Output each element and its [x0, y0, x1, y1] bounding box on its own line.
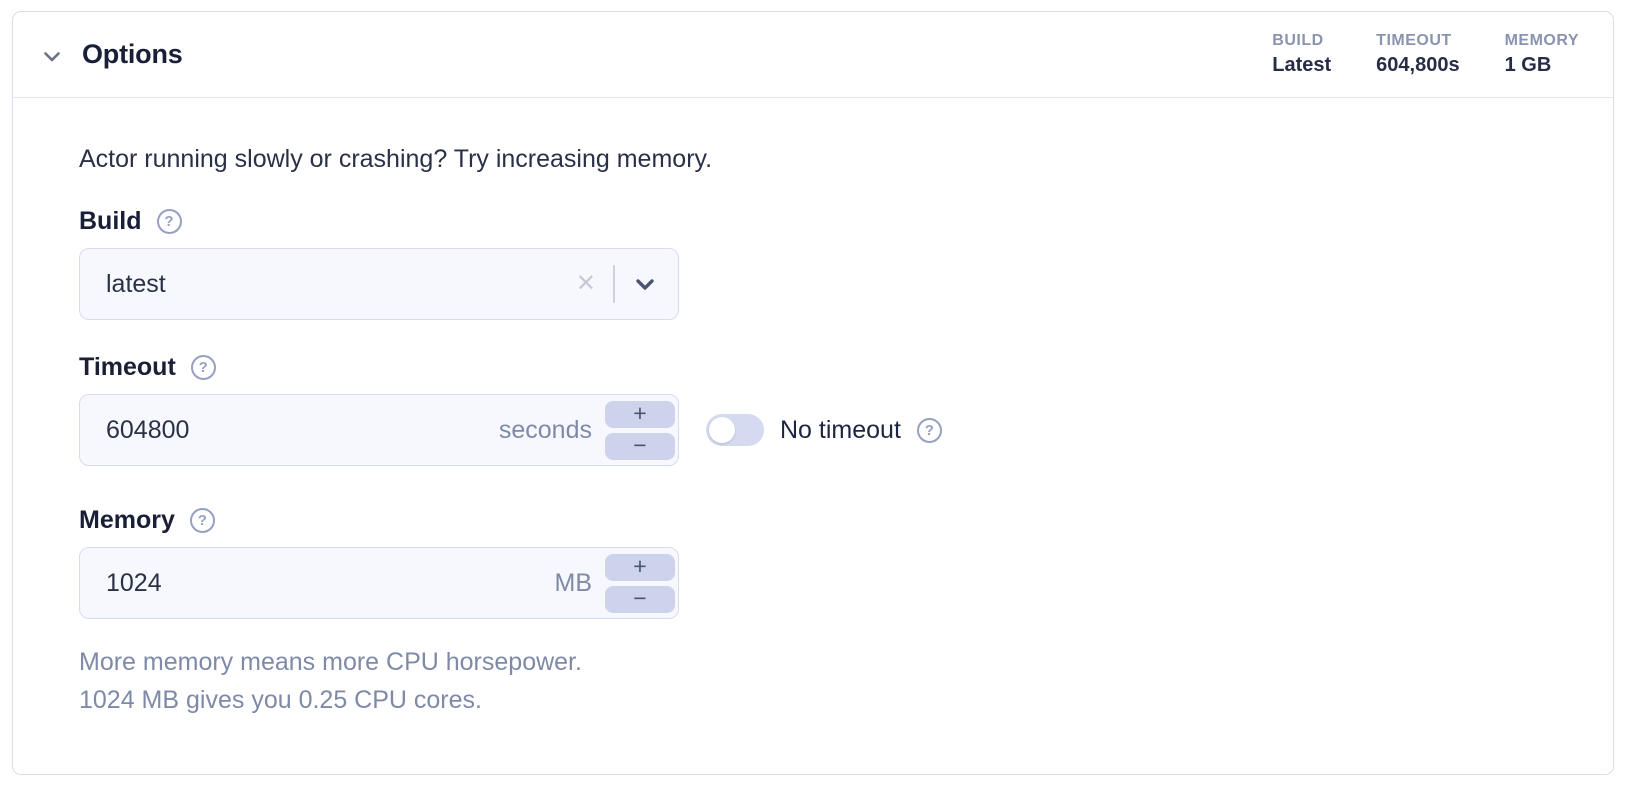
summary-timeout-label: TIMEOUT [1376, 32, 1452, 49]
build-select[interactable]: latest ✕ [79, 248, 679, 320]
summary-build: BUILD Latest [1272, 32, 1331, 77]
options-header-left: Options [39, 39, 183, 70]
timeout-input[interactable] [80, 415, 499, 445]
memory-input-group: MB + − [79, 547, 679, 619]
memory-increment-button[interactable]: + [605, 553, 675, 581]
timeout-increment-button[interactable]: + [605, 400, 675, 428]
no-timeout-help-icon[interactable]: ? [916, 417, 942, 443]
toggle-knob [709, 417, 735, 443]
memory-helper-line2: 1024 MB gives you 0.25 CPU cores. [79, 686, 482, 714]
memory-hint-text: Actor running slowly or crashing? Try in… [79, 145, 713, 173]
memory-input[interactable] [80, 568, 555, 598]
collapse-chevron-icon[interactable] [39, 43, 65, 69]
memory-label-row: Memory ? [79, 505, 1547, 535]
chevron-down-icon[interactable] [632, 271, 658, 297]
timeout-decrement-button[interactable]: − [605, 432, 675, 460]
memory-label: Memory [79, 505, 175, 534]
summary-timeout-value: 604,800s [1376, 54, 1460, 76]
memory-helper-line1: More memory means more CPU horsepower. [79, 648, 582, 676]
memory-decrement-button[interactable]: − [605, 585, 675, 613]
timeout-stepper: + − [605, 400, 675, 460]
options-header[interactable]: Options BUILD Latest TIMEOUT 604,800s ME… [13, 12, 1613, 98]
build-label: Build [79, 206, 142, 235]
timeout-row: seconds + − No timeout ? [79, 394, 1547, 466]
memory-help-icon[interactable]: ? [189, 507, 215, 533]
summary-memory: MEMORY 1 GB [1505, 32, 1579, 77]
panel-title: Options [82, 39, 183, 69]
timeout-unit: seconds [498, 415, 592, 444]
timeout-help-icon[interactable]: ? [190, 354, 216, 380]
timeout-label: Timeout [79, 352, 176, 381]
summary-memory-label: MEMORY [1504, 32, 1579, 49]
memory-helper-text: More memory means more CPU horsepower. 1… [79, 643, 1547, 719]
options-body: Actor running slowly or crashing? Try in… [13, 98, 1613, 719]
no-timeout-control: No timeout ? [706, 414, 942, 446]
no-timeout-label: No timeout [780, 415, 901, 444]
clear-icon[interactable]: ✕ [575, 270, 596, 297]
options-summary: BUILD Latest TIMEOUT 604,800s MEMORY 1 G… [1272, 32, 1579, 77]
memory-field: Memory ? MB + − More memory means more C… [79, 505, 1547, 719]
build-select-value: latest [106, 269, 166, 298]
select-divider [613, 265, 615, 303]
memory-stepper: + − [605, 553, 675, 613]
build-field: Build ? latest ✕ [79, 206, 1547, 320]
no-timeout-toggle[interactable] [706, 414, 764, 446]
memory-unit: MB [554, 568, 593, 597]
options-panel: Options BUILD Latest TIMEOUT 604,800s ME… [12, 11, 1614, 775]
build-help-icon[interactable]: ? [156, 208, 182, 234]
build-select-actions: ✕ [576, 265, 678, 303]
summary-build-label: BUILD [1272, 32, 1324, 49]
timeout-input-group: seconds + − [79, 394, 679, 466]
summary-build-value: Latest [1272, 54, 1332, 76]
summary-memory-value: 1 GB [1504, 54, 1552, 76]
timeout-label-row: Timeout ? [79, 352, 1547, 382]
summary-timeout: TIMEOUT 604,800s [1376, 32, 1459, 77]
build-label-row: Build ? [79, 206, 1547, 236]
timeout-field: Timeout ? seconds + − No timeout ? [79, 352, 1547, 466]
